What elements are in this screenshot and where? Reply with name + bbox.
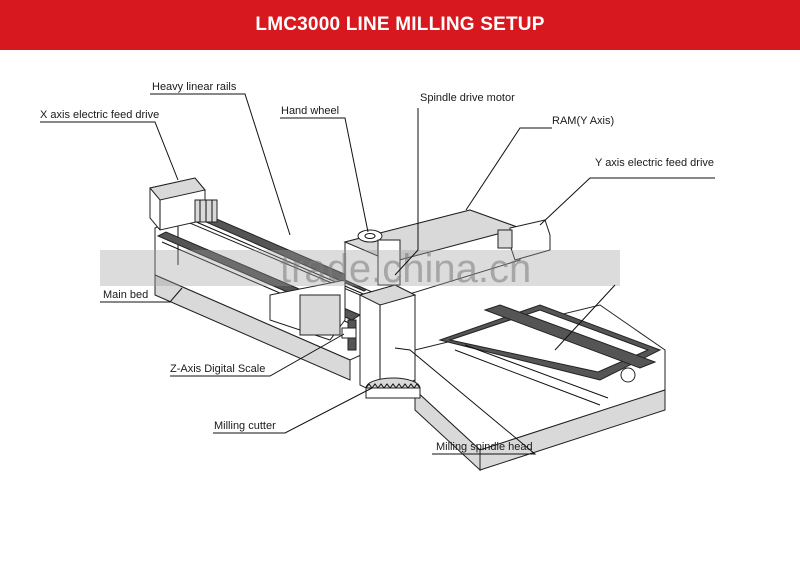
right-bed-front [414,388,481,472]
y-bed-end-bolt [620,367,636,383]
label-y-axis-feed-drive: Y axis electric feed drive [595,157,714,169]
labels: Heavy linear rails X axis electric feed … [40,81,714,453]
y-drive-coupling [497,229,513,249]
label-milling-cutter: Milling cutter [214,420,276,432]
label-milling-spindle-head: Milling spindle head [436,441,533,453]
label-heavy-linear-rails: Heavy linear rails [152,81,237,93]
machine-drawing [149,177,666,472]
watermark-text: trade.china.cn [280,247,531,291]
label-main-bed: Main bed [103,289,148,301]
spindle-motor [377,239,401,286]
label-z-axis-digital-scale: Z-Axis Digital Scale [170,363,265,375]
machine-diagram: trade.china.cn Heavy linear rails X axis… [40,81,715,472]
watermark: trade.china.cn [100,247,620,291]
y-rail-2 [483,304,657,369]
label-x-axis-feed-drive: X axis electric feed drive [40,109,159,121]
label-ram-y-axis: RAM(Y Axis) [552,115,614,127]
x-drive-motor-top [149,177,206,201]
header-bar: LMC3000 LINE MILLING SETUP [0,0,800,50]
label-spindle-drive-motor: Spindle drive motor [420,92,515,104]
page-title: LMC3000 LINE MILLING SETUP [255,14,545,35]
main-bed-side [154,274,351,381]
ram-carriage-front [299,294,341,336]
hand-wheel [357,229,383,243]
z-axis-scale-reader [341,327,357,339]
spindle-head-top [358,284,417,306]
leader-lines [40,93,715,455]
y-rail-1-inner [448,309,650,373]
milling-cutter-body [365,387,421,399]
label-hand-wheel: Hand wheel [281,105,339,117]
